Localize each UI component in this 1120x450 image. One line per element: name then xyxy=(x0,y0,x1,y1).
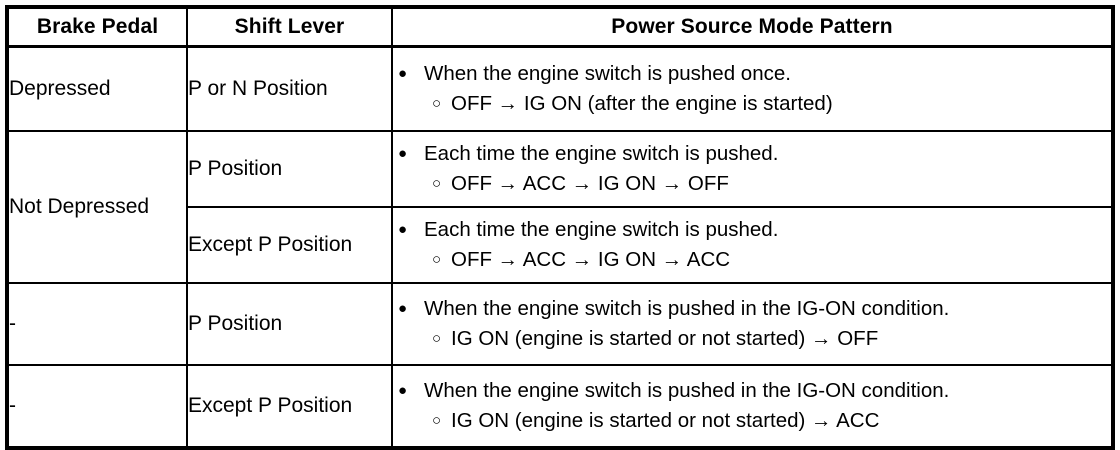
header-power-source-mode-pattern: Power Source Mode Pattern xyxy=(391,6,1114,48)
table-header-row: Brake Pedal Shift Lever Power Source Mod… xyxy=(6,6,1114,48)
hollow-bullet-icon: ○ xyxy=(431,329,441,347)
pattern-main-text: Each time the engine switch is pushed. xyxy=(424,217,779,241)
filled-bullet-icon: ● xyxy=(398,64,408,82)
table-row: - P Position ● When the engine switch is… xyxy=(6,282,1114,366)
pattern-main-text: When the engine switch is pushed in the … xyxy=(424,296,950,320)
cell-power-source-mode-pattern: ● Each time the engine switch is pushed.… xyxy=(391,130,1114,208)
pattern-main-line: ● Each time the engine switch is pushed. xyxy=(393,217,1111,244)
pattern-main-line: ● Each time the engine switch is pushed. xyxy=(393,141,1111,168)
pattern-main-line: ● When the engine switch is pushed in th… xyxy=(393,296,1111,323)
pattern-sub-line: ○ OFF → IG ON (after the engine is start… xyxy=(393,91,1111,118)
cell-shift-lever: P or N Position xyxy=(186,45,393,132)
hollow-bullet-icon: ○ xyxy=(431,411,441,429)
power-source-mode-table: Brake Pedal Shift Lever Power Source Mod… xyxy=(5,5,1115,450)
pattern-sub-line: ○ IG ON (engine is started or not starte… xyxy=(393,326,1111,353)
filled-bullet-icon: ● xyxy=(398,144,408,162)
pattern-sub-text: OFF → IG ON (after the engine is started… xyxy=(451,91,833,115)
filled-bullet-icon: ● xyxy=(398,381,408,399)
table-row: Not Depressed P Position ● Each time the… xyxy=(6,130,1114,284)
pattern-main-line: ● When the engine switch is pushed in th… xyxy=(393,378,1111,405)
hollow-bullet-icon: ○ xyxy=(431,174,441,192)
table-row: Except P Position ● Each time the engine… xyxy=(7,206,1114,284)
cell-shift-lever: Except P Position xyxy=(186,364,393,449)
pattern-main-line: ● When the engine switch is pushed once. xyxy=(393,61,1111,88)
header-brake-pedal: Brake Pedal xyxy=(6,6,188,48)
pattern-sub-text: IG ON (engine is started or not started)… xyxy=(451,408,880,432)
cell-brake-pedal: Not Depressed xyxy=(6,130,188,284)
cell-shift-lever: Except P Position xyxy=(186,206,393,284)
pattern-sub-line: ○ OFF → ACC → IG ON → ACC xyxy=(393,247,1111,274)
filled-bullet-icon: ● xyxy=(398,220,408,238)
table-row: - Except P Position ● When the engine sw… xyxy=(6,364,1114,449)
cell-power-source-mode-pattern: ● When the engine switch is pushed in th… xyxy=(391,364,1114,449)
pattern-sub-text: OFF → ACC → IG ON → ACC xyxy=(451,247,731,271)
pattern-sub-line: ○ IG ON (engine is started or not starte… xyxy=(393,408,1111,435)
hollow-bullet-icon: ○ xyxy=(431,94,441,112)
cell-brake-pedal: - xyxy=(6,282,188,366)
header-shift-lever: Shift Lever xyxy=(186,6,393,48)
cell-brake-pedal: - xyxy=(6,364,188,449)
table-row: Depressed P or N Position ● When the eng… xyxy=(6,45,1114,132)
pattern-main-text: When the engine switch is pushed in the … xyxy=(424,378,950,402)
pattern-main-text: When the engine switch is pushed once. xyxy=(424,61,791,85)
cell-shift-lever: P Position xyxy=(186,282,393,366)
cell-brake-pedal: Depressed xyxy=(6,45,188,132)
cell-shift-lever: P Position xyxy=(186,130,393,208)
pattern-sub-text: IG ON (engine is started or not started)… xyxy=(451,326,879,350)
cell-power-source-mode-pattern: ● When the engine switch is pushed in th… xyxy=(391,282,1114,366)
pattern-sub-line: ○ OFF → ACC → IG ON → OFF xyxy=(393,171,1111,198)
hollow-bullet-icon: ○ xyxy=(431,250,441,268)
pattern-sub-text: OFF → ACC → IG ON → OFF xyxy=(451,171,729,195)
cell-power-source-mode-pattern: ● Each time the engine switch is pushed.… xyxy=(391,206,1114,284)
power-source-mode-table-container: Brake Pedal Shift Lever Power Source Mod… xyxy=(5,5,1115,450)
cell-power-source-mode-pattern: ● When the engine switch is pushed once.… xyxy=(391,45,1114,132)
filled-bullet-icon: ● xyxy=(398,299,408,317)
pattern-main-text: Each time the engine switch is pushed. xyxy=(424,141,779,165)
